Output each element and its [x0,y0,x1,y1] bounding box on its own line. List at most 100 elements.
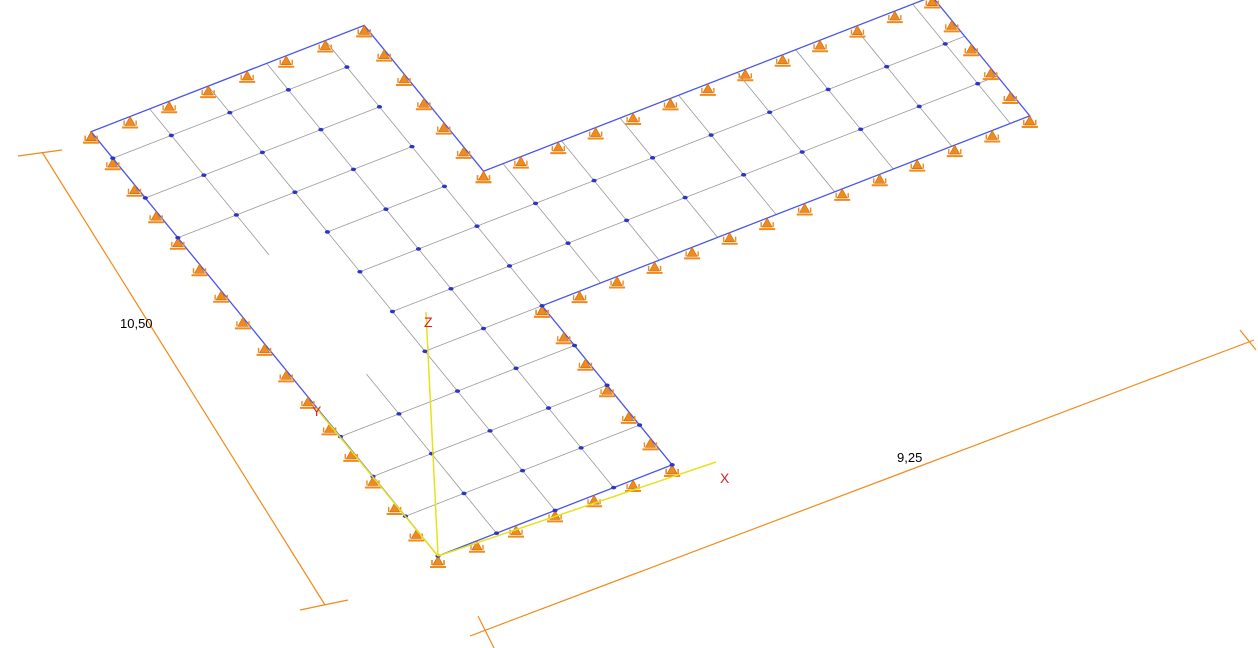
support-triangle [107,157,119,168]
dimension-tick [1239,329,1257,351]
mesh-line [561,140,595,181]
mesh-line [860,106,920,130]
mesh-line [918,106,953,147]
dimension-width-label: 9,25 [897,450,922,465]
hinged-support-icon [620,411,637,424]
mesh-line [385,186,445,210]
support-triangle [644,437,656,448]
mesh-line [288,66,348,91]
mesh-node-icon [799,150,805,154]
axis-z-label: Z [424,314,433,330]
mesh-line [515,368,549,409]
hinged-support-icon [299,396,316,409]
mesh-node-icon [571,343,578,348]
mesh-node-icon [858,127,864,132]
mesh-line [567,242,601,284]
hinged-support-icon [317,39,334,53]
mesh-line [457,390,491,432]
mesh-line [418,225,478,250]
mesh-line [444,186,478,227]
support-triangle [949,144,961,155]
slab-mesh [90,3,1011,557]
support-triangle [627,479,639,490]
mesh-line [743,151,803,176]
hinged-support-icon [148,210,165,224]
mesh-line [385,208,419,250]
hinged-support-icon [396,73,413,86]
mesh-line [112,135,172,159]
mesh-node-icon [669,463,675,467]
support-triangle [911,159,923,169]
mesh-node-icon [233,213,239,217]
hinged-support-icon [213,290,230,303]
support-triangle [398,73,410,84]
mesh-node-icon [682,195,688,200]
axis-x-label: X [720,470,730,486]
support-triangle [515,156,527,166]
mesh-line [262,129,322,153]
mesh-line [324,40,348,68]
mesh-line [424,328,484,352]
dimension-depth-label: 10,50 [120,316,153,331]
hinged-support-icon [646,261,663,274]
hinged-support-icon [356,24,373,38]
support-triangle [623,411,635,422]
dimension-depth-line [41,151,326,606]
mesh-node-icon [942,42,948,46]
mesh-line [626,197,686,221]
mesh-line [262,152,296,193]
mesh-node-icon [110,156,116,160]
hinged-support-icon [577,358,594,371]
hinged-support-icon [662,97,679,111]
hinged-support-icon [849,25,866,38]
hinged-support-icon [642,437,659,451]
hinged-support-icon [909,159,926,172]
mesh-line [548,384,608,409]
mesh-node-icon [610,485,617,490]
hinged-support-icon [699,83,716,96]
mesh-line [652,134,712,159]
support-triangle [739,68,751,79]
mesh-node-icon [396,412,402,416]
hinged-support-icon [534,305,551,318]
mesh-line [229,112,263,153]
mesh-line [886,43,946,68]
hinged-support-icon [475,170,492,184]
mesh-node-icon [227,110,233,115]
mesh-node-icon [292,190,298,194]
mesh-node-icon [487,429,493,433]
mesh-node-icon [545,406,552,410]
mesh-line [294,191,328,233]
support-triangle [150,210,162,221]
mesh-line [145,174,204,199]
support-triangle [124,115,136,126]
hinged-support-icon [684,246,701,260]
mesh-node-icon [708,133,714,137]
support-triangle [237,316,249,327]
mesh-line [483,328,517,369]
support-triangle [874,173,886,184]
hinged-support-icon [759,217,776,231]
support-triangle [1024,115,1036,126]
mesh-nodes [110,42,981,558]
hinged-support-icon [408,528,425,542]
hinged-support-icon [571,290,588,304]
support-triangle [686,246,698,257]
mesh-line [678,95,712,136]
axis-y-label: Y [312,403,322,419]
hinged-support-icon [169,237,186,250]
mesh-line [236,214,270,256]
mesh-line [266,63,289,91]
mesh-node-icon [376,105,383,109]
mesh-line [483,305,543,329]
mesh-node-icon [604,383,610,388]
hinged-support-icon [550,141,567,155]
axis-x-line [437,461,717,557]
hinged-support-icon [599,384,616,398]
mesh-line [522,470,556,511]
hinged-support-icon [963,43,980,57]
mesh-line [977,83,1011,124]
mesh-line [684,174,744,198]
mesh-line [626,220,660,261]
